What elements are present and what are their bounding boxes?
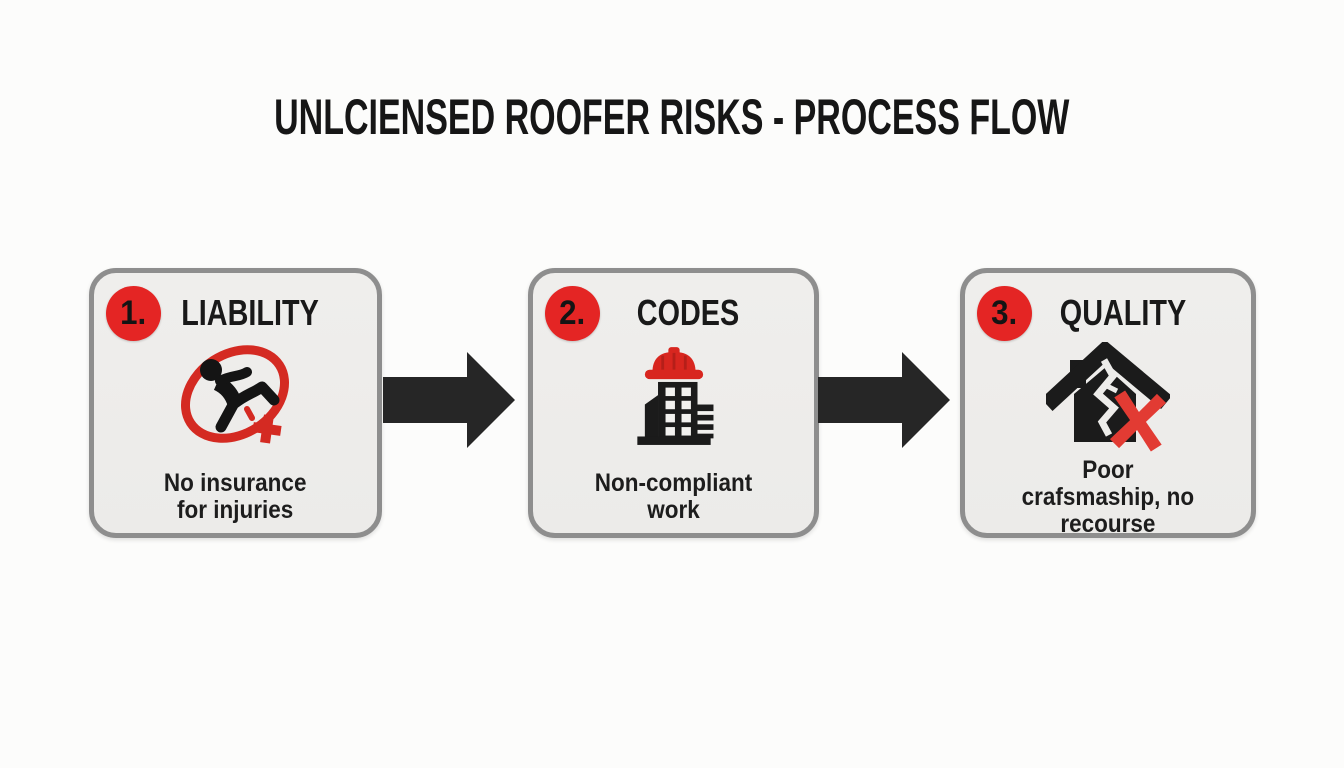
step-header: 1. LIABILITY [106, 285, 365, 341]
building-hardhat-icon [636, 347, 713, 445]
step-caption-area: Poor crafsmaship, no recourse [973, 453, 1243, 541]
page-title: UNLCIENSED ROOFER RISKS - PROCESS FLOW [274, 89, 1070, 145]
step-icon-area [965, 339, 1251, 455]
step-heading-wrap: CODES [600, 292, 802, 334]
step-box-quality: 3. QUALITY Poor crafsmaship, no recourse [960, 268, 1256, 538]
step-number-badge: 1. [106, 285, 161, 341]
step-number: 1. [120, 293, 147, 332]
step-caption-area: Non-compliant work [541, 453, 806, 541]
step-heading-wrap: QUALITY [1032, 292, 1239, 334]
step-box-codes: 2. CODES [528, 268, 819, 538]
cracked-house-x-icon [1046, 342, 1170, 452]
step-header: 3. QUALITY [977, 285, 1239, 341]
title-wrap: UNLCIENSED ROOFER RISKS - PROCESS FLOW [0, 88, 1344, 146]
slip-fall-no-insurance-icon [180, 345, 289, 444]
step-heading: QUALITY [1059, 292, 1186, 333]
step-heading: LIABILITY [181, 292, 319, 333]
step-heading: CODES [636, 292, 740, 333]
step-number: 3. [991, 293, 1018, 332]
arrow-right-icon [383, 352, 515, 448]
step-icon-area [94, 339, 377, 455]
step-caption: Poor crafsmaship, no recourse [1021, 455, 1195, 538]
step-icon-area [533, 339, 814, 455]
arrow-right-icon [818, 352, 950, 448]
step-number-badge: 3. [977, 285, 1032, 341]
step-header: 2. CODES [545, 285, 802, 341]
step-heading-wrap: LIABILITY [161, 292, 365, 334]
step-caption: No insurance for injuries [164, 469, 307, 524]
step-number: 2. [559, 293, 586, 332]
step-box-liability: 1. LIABILITY No insurance fo [89, 268, 382, 538]
step-number-badge: 2. [545, 285, 600, 341]
step-caption-area: No insurance for injuries [102, 453, 369, 541]
step-caption: Non-compliant work [594, 469, 753, 524]
